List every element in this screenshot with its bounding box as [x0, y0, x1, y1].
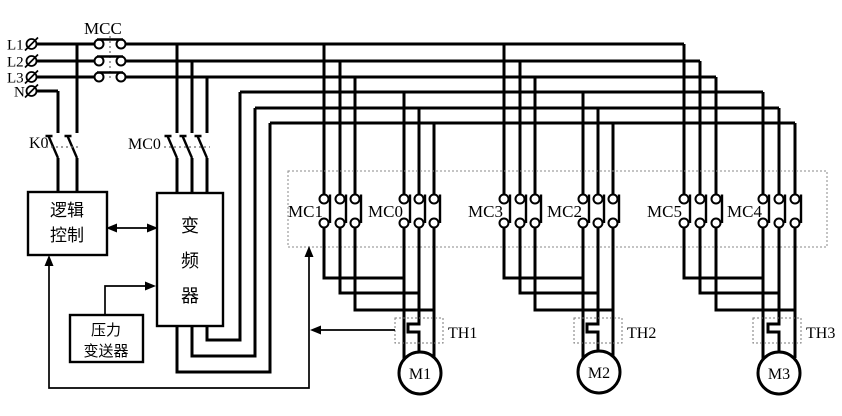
logic-control-text-line2: 控制 — [50, 226, 84, 245]
k0-switch-label: K0 — [29, 135, 49, 152]
pressure-text-line2: 变送器 — [83, 343, 128, 360]
logic-control-block: 逻辑 控制 — [26, 190, 109, 257]
k0-switch: K0 — [29, 134, 80, 192]
pressure-transmitter-box — [68, 313, 145, 364]
motor1-branch-wiring — [322, 227, 436, 359]
contactor-mc2-label: MC2 — [547, 202, 582, 221]
contact-pole-icon — [529, 193, 543, 229]
mcc-breaker-label: MCC — [84, 19, 122, 38]
mains-bus — [36, 42, 718, 195]
contact-pole-icon — [398, 193, 412, 229]
thermal-relay-th2: TH2 — [573, 317, 656, 344]
contact-pole-icon — [773, 193, 787, 229]
inverter-block: 变 频 器 — [155, 191, 225, 328]
logic-control-text-line1: 逻辑 — [50, 201, 84, 220]
th3-label: TH3 — [806, 325, 835, 342]
breaker-pole-icon — [93, 38, 127, 50]
contact-pole-icon — [413, 193, 427, 229]
contact-pole-icon — [710, 193, 724, 229]
terminal-l1-label: L1 — [7, 38, 24, 54]
contact-pole-icon — [514, 193, 528, 229]
feedback-arrow — [44, 246, 314, 389]
contact-pole-icon — [757, 193, 771, 229]
arrowhead-left-icon — [310, 325, 321, 335]
pressure-text-line1: 压力 — [91, 322, 121, 339]
contact-pole-icon — [334, 193, 348, 229]
breaker-pole-icon — [93, 71, 127, 83]
th1-label: TH1 — [448, 325, 477, 342]
contact-pole-icon — [428, 193, 442, 229]
contactor-mc0-label: MC0 — [368, 202, 403, 221]
inverter-output-bus — [175, 90, 797, 374]
th3-box — [752, 317, 802, 344]
terminal-l3-label: L3 — [7, 71, 24, 87]
contactor-mc3-label: MC3 — [468, 202, 503, 221]
terminal-l1-icon — [24, 36, 39, 52]
contactor-bank-border — [287, 170, 828, 248]
contact-pole-icon — [694, 193, 708, 229]
contactor-mc4-label: MC4 — [727, 202, 762, 221]
th2-box — [573, 317, 623, 344]
contact-pole-icon — [349, 193, 363, 229]
pressure-transmitter-block: 压力 变送器 — [68, 313, 145, 364]
mc0-switch-label: MC0 — [128, 136, 161, 153]
contact-pole-icon — [607, 193, 621, 229]
contactor-labels: MC1 MC0 MC3 MC2 MC5 MC4 — [288, 202, 762, 221]
arrowhead-right-icon — [147, 223, 158, 233]
contact-pole-icon — [789, 193, 803, 229]
contact-pole-icon — [678, 193, 692, 229]
contact-pole-icon — [498, 193, 512, 229]
supply-terminals: L1 L2 L3 N — [7, 36, 39, 101]
th1-signal-arrow — [310, 325, 395, 335]
pressure-signal-arrow — [104, 281, 156, 315]
arrowhead-right-icon — [145, 281, 156, 291]
mcc-breaker: MCC — [84, 19, 127, 83]
arrowhead-left-icon — [106, 223, 117, 233]
motor-m2: M2 — [576, 349, 622, 395]
inverter-text-line1: 变 — [181, 216, 199, 236]
arrowhead-up-icon — [304, 246, 314, 257]
arrowhead-up-icon — [44, 255, 54, 266]
terminal-n-icon — [24, 83, 39, 99]
mc0-switch: MC0 — [128, 134, 210, 193]
terminal-l3-icon — [24, 69, 39, 85]
motor2-branch-wiring — [502, 227, 615, 358]
terminal-l2-icon — [24, 53, 39, 69]
inverter-text-line2: 频 — [181, 251, 199, 271]
inverter-box — [155, 191, 225, 328]
contactor-mc1-label: MC1 — [288, 202, 323, 221]
motor-m2-label: M2 — [588, 365, 610, 382]
terminal-n-label: N — [14, 85, 25, 101]
contact-pole-icon — [577, 193, 591, 229]
logic-inverter-arrow — [106, 223, 158, 233]
mc0-blades — [164, 134, 209, 159]
logic-control-box — [26, 190, 109, 257]
motor-m1-label: M1 — [409, 366, 431, 383]
motor3-branch-wiring — [682, 227, 797, 359]
terminal-l2-label: L2 — [7, 55, 24, 71]
motor-m3: M3 — [756, 350, 802, 396]
th2-label: TH2 — [627, 325, 656, 342]
inverter-text-line3: 器 — [181, 286, 199, 306]
breaker-pole-icon — [93, 55, 127, 67]
k0-blades — [45, 134, 79, 159]
motor-m1: M1 — [397, 350, 443, 396]
contactor-mc5-label: MC5 — [647, 202, 682, 221]
thermal-relay-th3: TH3 — [752, 317, 835, 344]
contact-pole-icon — [592, 193, 606, 229]
motor-m3-label: M3 — [768, 366, 790, 383]
